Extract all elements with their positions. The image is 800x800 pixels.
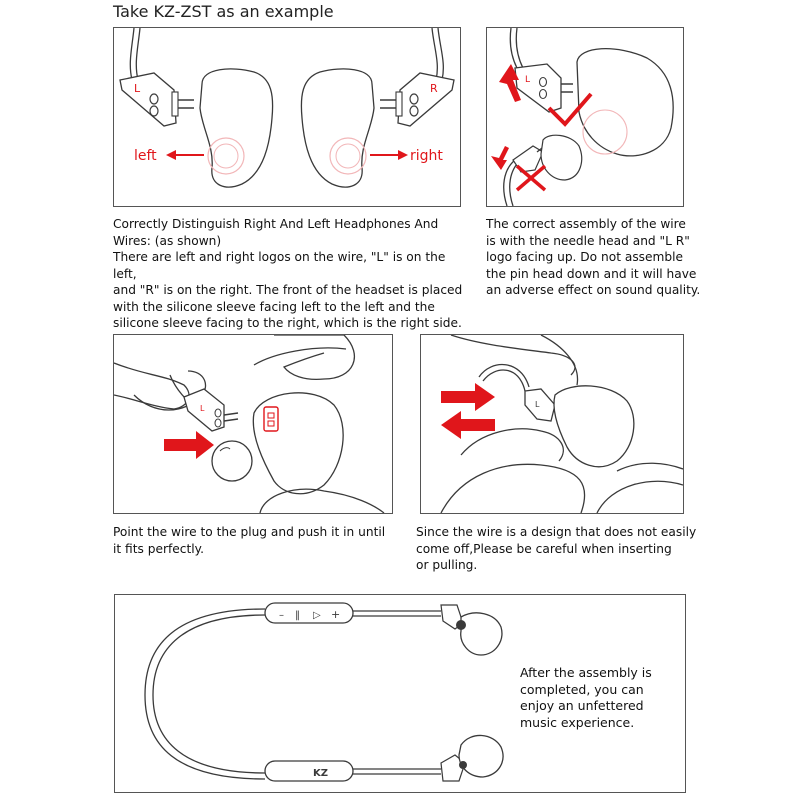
left-right-illustration: L R left right — [119, 28, 455, 188]
panel5-caption: After the assembly is completed, you can… — [520, 665, 652, 730]
plug-right-letter: R — [430, 82, 438, 95]
check-icon — [547, 92, 593, 127]
panel-assembled: – ‖ ▷ + KZ After the assembly is complet… — [114, 594, 686, 793]
pull-arrow-icon — [441, 411, 495, 439]
remote-button-play: ▷ — [313, 610, 321, 621]
right-label: right — [410, 148, 443, 164]
remote-button-plus: + — [331, 608, 340, 621]
push-arrow-icon — [164, 431, 214, 459]
panel4-caption: Since the wire is a design that does not… — [416, 525, 697, 572]
panel-insert-wire: L — [113, 334, 393, 514]
careful-insert-illustration: L — [440, 335, 683, 513]
right-arrow-icon — [398, 150, 408, 160]
insert-arrow-icon — [441, 383, 495, 411]
panel3-plug-letter: L — [200, 404, 205, 413]
brand-logo: KZ — [313, 768, 328, 779]
plug-left-letter: L — [134, 82, 141, 95]
left-label: left — [134, 148, 157, 164]
battery-module — [264, 760, 354, 782]
remote-button-minus: – — [279, 610, 284, 621]
wire-orientation-illustration: L — [491, 28, 674, 206]
panel-careful-insert: L — [420, 334, 684, 514]
panel-left-right-distinction: L R left right — [113, 27, 461, 207]
assembled-earphone-illustration: – ‖ ▷ + KZ — [144, 602, 504, 782]
insert-wire-illustration: L — [114, 335, 385, 513]
page-title: Take KZ-ZST as an example — [113, 2, 334, 21]
down-arrow-icon — [491, 146, 509, 170]
panel2-caption: The correct assembly of the wire is with… — [486, 217, 701, 297]
panel4-plug-letter: L — [535, 400, 540, 409]
up-arrow-icon — [499, 64, 521, 102]
remote-button-pause: ‖ — [295, 610, 300, 621]
left-arrow-icon — [166, 150, 176, 160]
panel2-plug-letter: L — [525, 75, 530, 85]
panel1-caption: Correctly Distinguish Right And Left Hea… — [113, 217, 463, 330]
panel-wire-orientation: L — [486, 27, 684, 207]
panel3-caption: Point the wire to the plug and push it i… — [113, 525, 386, 556]
remote-control — [264, 602, 354, 624]
